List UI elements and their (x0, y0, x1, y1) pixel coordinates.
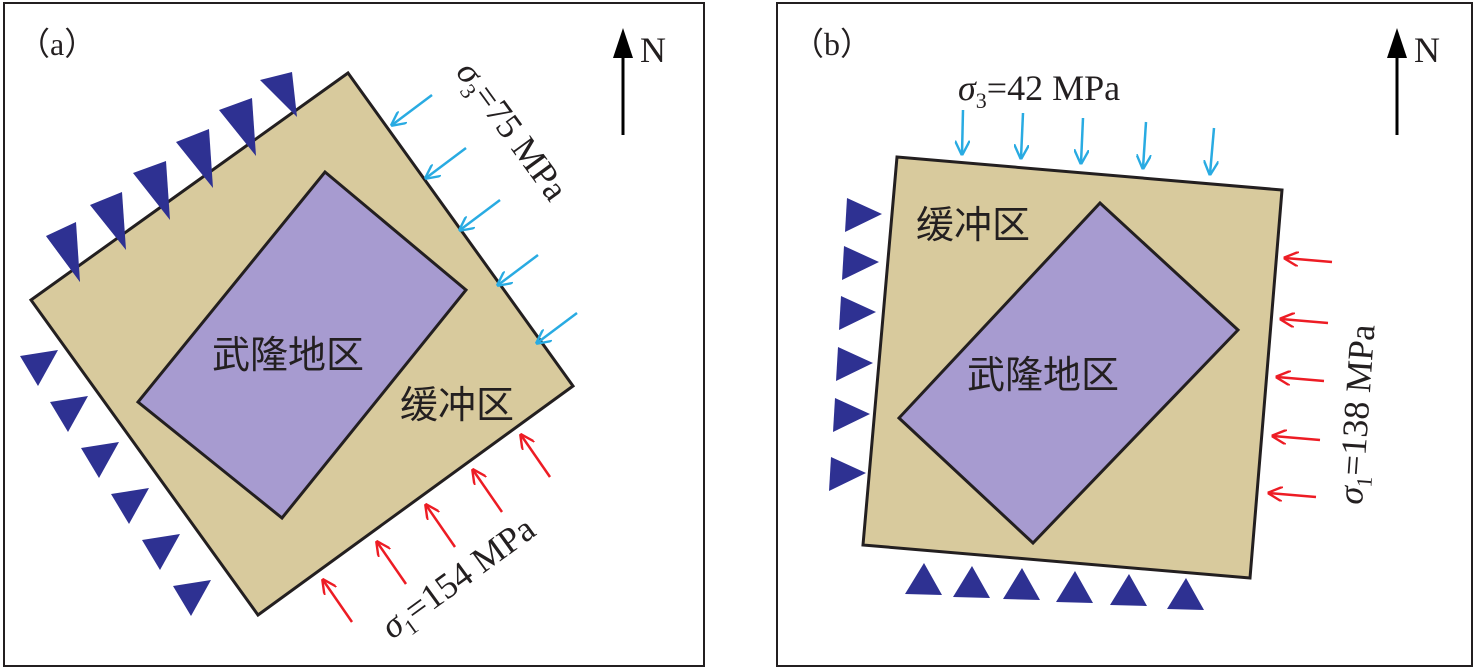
sigma3-arrows (962, 109, 1214, 174)
thrust-triangles-sw (20, 350, 211, 616)
sigma3-arrows (392, 94, 578, 343)
sigma3-label: σ3=42 MPa (958, 68, 1120, 113)
wulong-region (135, 169, 469, 521)
panel-b-label: （b） (792, 26, 872, 62)
buffer-label: 缓冲区 (916, 203, 1030, 247)
sigma1-arrows (1269, 258, 1333, 497)
wulong-region (896, 200, 1241, 546)
north-label: N (1414, 30, 1440, 70)
thrust-triangles-nw (46, 72, 297, 282)
sigma1-arrows (323, 435, 552, 623)
panel-a-label: （a） (18, 26, 96, 62)
north-label: N (640, 30, 666, 70)
north-arrow-icon (613, 28, 633, 135)
panel-b: （b） N 武隆地区 缓冲区 (776, 2, 1473, 667)
thrust-triangles-s (905, 563, 1204, 610)
north-arrow-icon (1387, 28, 1407, 135)
region-label: 武隆地区 (967, 353, 1119, 397)
buffer-label: 缓冲区 (400, 383, 514, 427)
thrust-triangles-w (829, 198, 882, 491)
region-label: 武隆地区 (212, 333, 364, 377)
panel-a: （a） N 武隆地区 缓冲区 (3, 2, 705, 667)
